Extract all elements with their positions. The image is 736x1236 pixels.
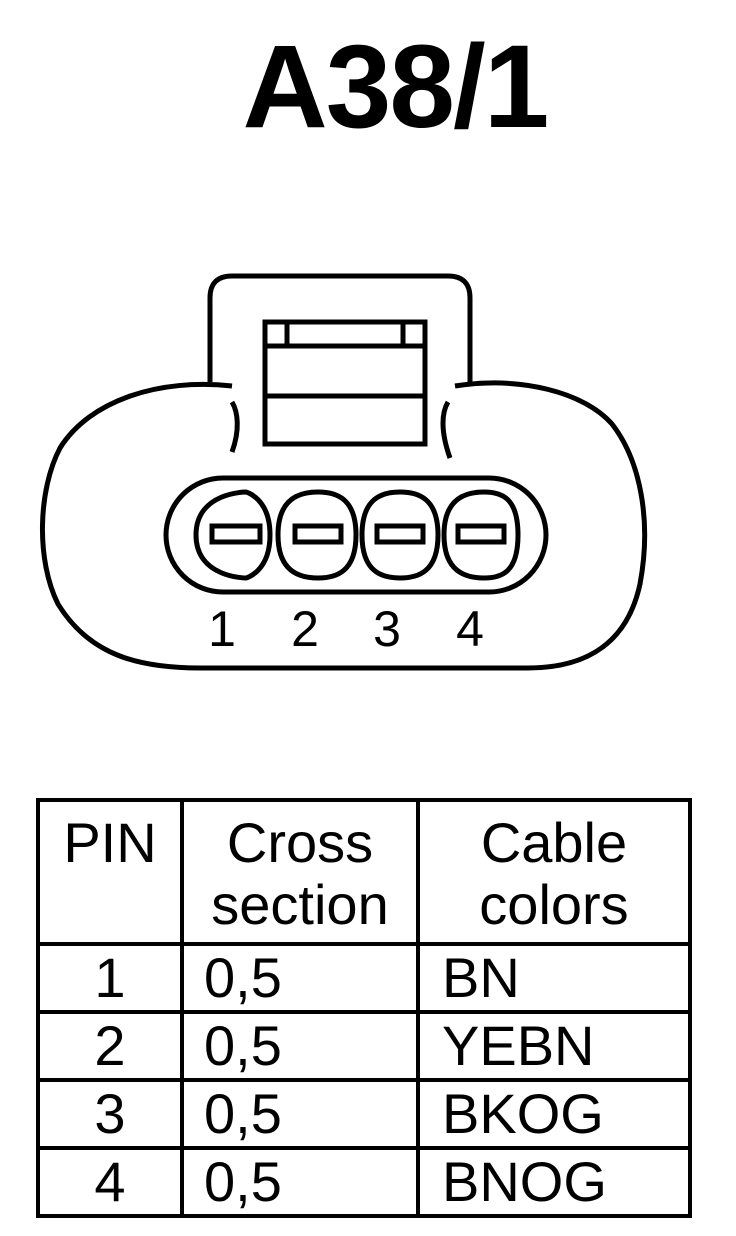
connector-face-diagram: 1 2 3 4 [39,273,648,671]
cell-cross-section: 0,5 [180,1146,420,1218]
pin-number-4: 4 [456,601,484,657]
pin-number-2: 2 [291,601,319,657]
connector-housing-outline [39,380,648,671]
latch-notch-right [400,319,428,349]
locking-tab-inner-right [440,400,453,459]
pin-cavity-4 [441,489,521,581]
latch-notch-left [262,319,290,349]
pin-1-outer [193,489,273,581]
pin-3-outer [359,489,441,581]
pin-cavity-3 [359,489,441,581]
pin-4-outer [441,489,521,581]
pin-number-3: 3 [373,601,401,657]
cell-cross-section: 0,5 [180,942,420,1014]
pin-cavity-2 [275,489,359,581]
pin-number-1: 1 [208,601,236,657]
cell-pin: 2 [36,1010,184,1082]
pin-cavity-rail [163,475,549,595]
locking-latch [262,319,428,447]
header-cable-colors: Cable colors [416,798,692,946]
header-cross-section: Cross section [180,798,420,946]
cell-pin: 3 [36,1078,184,1150]
pin-cavity-1 [193,489,273,581]
pin-2-contact [292,523,344,545]
header-pin: PIN [36,798,184,946]
pin-4-contact [455,523,507,545]
pin-assignment-table: PIN Cross section Cable colors 1 0,5 BN … [36,798,692,1218]
cell-cable-color: BN [416,942,692,1014]
cell-cross-section: 0,5 [180,1010,420,1082]
cell-pin: 4 [36,1146,184,1218]
locking-tab-outline [207,273,473,382]
connector-title: A38/1 [242,21,550,153]
pin-1-contact [209,523,263,545]
table-row: 1 0,5 BN [36,942,692,1014]
table-row: 3 0,5 BKOG [36,1078,692,1150]
table-row: 4 0,5 BNOG [36,1146,692,1218]
cell-cross-section: 0,5 [180,1078,420,1150]
pin-3-contact [374,523,426,545]
cell-cable-color: BKOG [416,1078,692,1150]
locking-tab-inner-left [229,400,240,453]
table-row: 2 0,5 YEBN [36,1010,692,1082]
cell-cable-color: YEBN [416,1010,692,1082]
cell-pin: 1 [36,942,184,1014]
cell-cable-color: BNOG [416,1146,692,1218]
table-header-row: PIN Cross section Cable colors [36,798,692,946]
pin-2-outer [275,489,359,581]
